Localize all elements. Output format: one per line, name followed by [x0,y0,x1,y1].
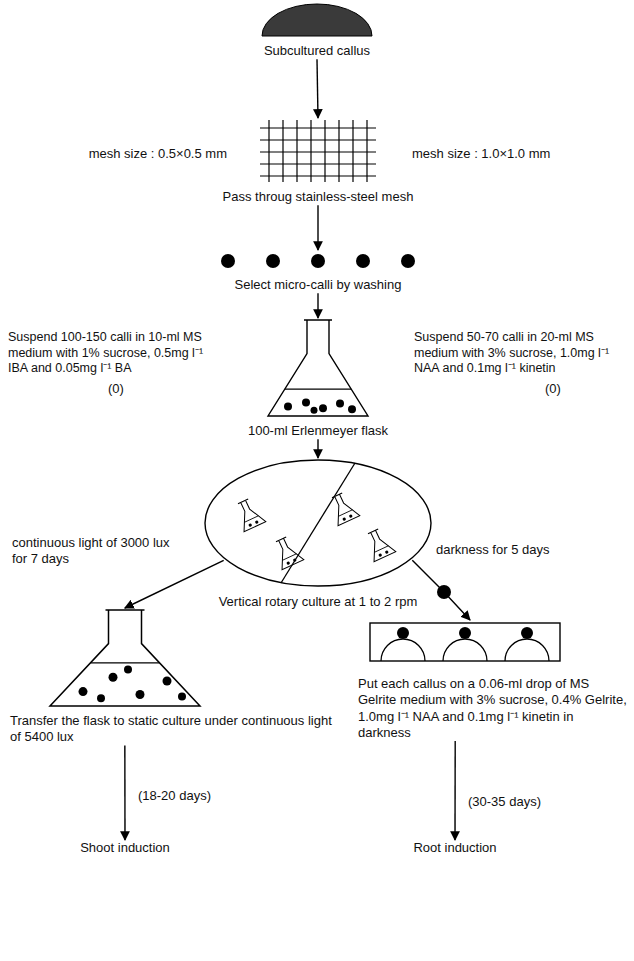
flask-outline [268,320,368,416]
micro-callus [356,254,370,268]
mesh-grid-illustration [198,118,438,184]
edge-label: (30-35 days) [468,794,578,810]
micro-callus [401,254,415,268]
callus-dot [178,692,186,700]
callus-dot [124,666,132,674]
annotation: Suspend 100-150 calli in 10-ml MS medium… [8,330,220,377]
flow-arrow [317,293,318,318]
static-culture-flask-illustration [10,608,340,708]
node-text: Put each callus on a 0.06-ml drop of MS … [358,676,628,741]
rotary-illustration [203,458,433,588]
edge-label: darkness for 5 days [436,542,566,558]
callus-dot [397,627,409,639]
result-text: Root induction [395,840,515,856]
gelrite-drop [505,639,549,661]
micro-callus [311,254,325,268]
callus-dot [378,553,382,557]
erlenmeyer-flask-illustration [218,318,418,418]
gelrite-drop [443,639,487,661]
callus-dome: Subcultured callus [217,2,417,59]
flask-outline [270,534,304,570]
node-text: Select micro-calli by washing [178,277,458,293]
micro-callus [221,254,235,268]
step-number: (0) [108,381,148,397]
flow-arrow [317,439,318,458]
callus-dot [293,558,297,562]
medium-level [91,662,160,663]
flow-arrow [317,205,318,250]
micro-calli: Select micro-calli by washing [178,250,458,293]
rotary-disc [205,460,431,586]
erlenmeyer-flask: 100-ml Erlenmeyer flask [218,318,418,439]
static-culture-flask: Transfer the flask to static culture und… [10,608,340,746]
callus-dot [342,517,346,521]
node-text: Transfer the flask to static culture und… [10,713,340,746]
mesh-lines [260,120,376,182]
node-text: Vertical rotary culture at 1 to 2 rpm [168,594,468,610]
node-text: Shoot induction [65,840,185,856]
small-flask [326,490,360,526]
node-text: 100-ml Erlenmeyer flask [218,423,418,439]
callus-dot [255,520,259,524]
callus-dot [349,514,353,518]
flask-outline [326,490,360,526]
node-text: Pass throug stainless-steel mesh [198,189,438,205]
callus-dot [284,402,292,410]
callus-dot [97,694,105,702]
medium-level [285,389,351,390]
callus-dot [459,627,471,639]
callus-dot [336,400,344,408]
callus-dot [248,523,252,527]
flask-outline [232,496,266,532]
callus-dome-shape [262,4,372,36]
gelrite-drops: Put each callus on a 0.06-ml drop of MS … [358,620,628,741]
callus-dot [385,550,389,554]
annotation: mesh size : 0.5×0.5 mm [52,146,227,162]
callus-dot [286,561,290,565]
edge-label: (18-20 days) [138,788,248,804]
step-number: (0) [545,381,585,397]
rotary-culture: Vertical rotary culture at 1 to 2 rpm [203,458,433,588]
small-flask [270,534,304,570]
flow-arrow [454,741,456,840]
callus-dot [136,690,145,699]
mesh-grid: Pass throug stainless-steel mesh [198,118,438,205]
result-text: Shoot induction [65,840,185,856]
callus-dot [109,673,118,682]
callus-dot [302,399,310,407]
small-flask [362,526,396,562]
plate-outline [370,623,560,661]
flow-arrow [317,59,318,118]
callus-dome-illustration [217,2,417,38]
node-text: Subcultured callus [217,43,417,59]
callus-dot [79,687,88,696]
micro-calli-illustration [178,250,458,272]
callus-dot [521,627,533,639]
flask-outline [50,610,200,706]
callus-dot [311,407,318,414]
gelrite-drop [381,639,425,661]
flask-outline [362,526,396,562]
edge-label: continuous light of 3000 lux for 7 days [12,535,187,568]
node-text: Root induction [395,840,515,856]
micro-callus [266,254,280,268]
small-flask [232,496,266,532]
gelrite-drops-illustration [358,620,628,664]
callus-dot [348,405,356,413]
callus-dot [163,677,172,686]
callus-dot [319,404,327,412]
annotation: mesh size : 1.0×1.0 mm [412,146,592,162]
flow-arrow [124,746,126,841]
flow-arrow [412,560,470,620]
annotation: Suspend 50-70 calli in 20-ml MS medium w… [414,330,626,377]
